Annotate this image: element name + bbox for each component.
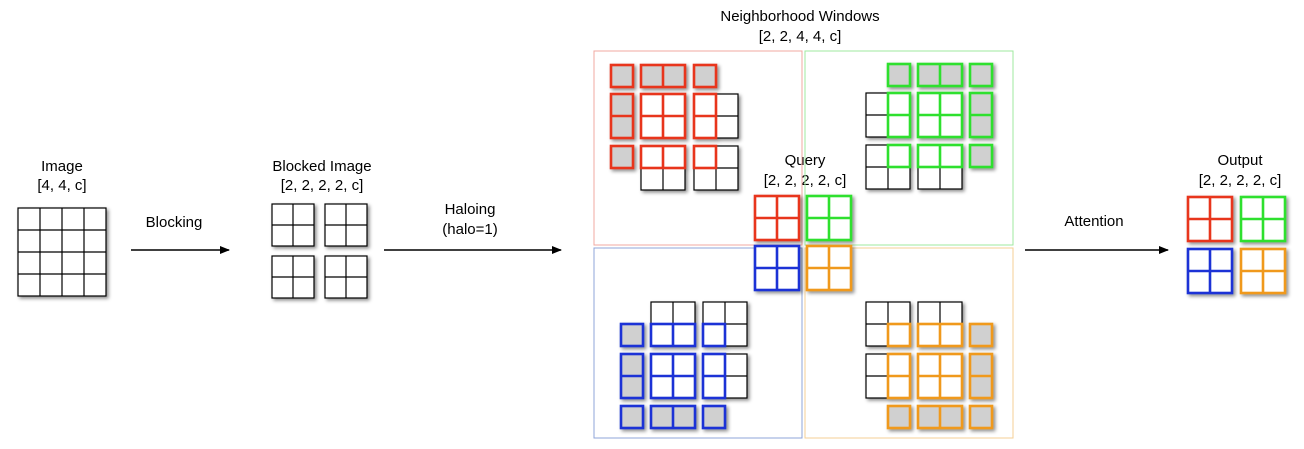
blue-mixed-block xyxy=(701,301,748,348)
blue-mixed-overlay xyxy=(649,322,697,348)
orange-mixed-overlay xyxy=(886,322,912,348)
blue-mixed-block xyxy=(649,301,697,348)
red-halo-cell xyxy=(609,92,635,140)
orange-mixed-overlay xyxy=(886,352,912,400)
red-mixed-overlay xyxy=(639,144,687,170)
query-block-red xyxy=(753,194,801,242)
step-haloing-label: Haloing xyxy=(444,201,496,218)
red-mixed-block xyxy=(692,144,739,191)
blue-mixed-overlay xyxy=(701,322,727,348)
orange-mixed-overlay xyxy=(916,322,964,348)
orange-core-block xyxy=(916,352,964,400)
orange-halo-cell xyxy=(968,352,994,400)
query-block-blue xyxy=(753,244,801,292)
green-halo-cell xyxy=(968,62,994,88)
step-blocking-label: Blocking xyxy=(145,214,203,231)
green-mixed-overlay xyxy=(916,143,964,169)
red-halo-cell xyxy=(692,63,718,89)
query-block-orange xyxy=(805,244,853,292)
output-block-orange xyxy=(1239,247,1287,295)
green-mixed-overlay xyxy=(886,91,912,139)
blue-mixed-block xyxy=(701,352,748,400)
blue-halo-cell xyxy=(701,404,727,430)
red-halo-cell xyxy=(609,144,635,170)
green-core-block xyxy=(916,91,964,139)
query-block-green xyxy=(805,194,853,242)
red-halo-cell xyxy=(639,63,687,89)
orange-halo-cell xyxy=(968,404,994,430)
green-mixed-block xyxy=(916,143,964,190)
image-title: Image xyxy=(41,158,83,175)
red-window-frame xyxy=(593,50,803,246)
image-shape: [4, 4, c] xyxy=(37,177,87,194)
red-mixed-overlay xyxy=(692,144,718,170)
green-mixed-overlay xyxy=(886,143,912,169)
green-halo-cell xyxy=(916,62,964,88)
green-halo-cell xyxy=(968,91,994,139)
blocked-image-shape: [2, 2, 2, 2, c] xyxy=(280,177,364,194)
green-mixed-block xyxy=(865,143,912,190)
blue-halo-cell xyxy=(649,404,697,430)
output-shape: [2, 2, 2, 2, c] xyxy=(1198,172,1282,189)
blocked-image-block xyxy=(271,203,315,247)
output-block-red xyxy=(1186,195,1234,243)
orange-halo-cell xyxy=(886,404,912,430)
orange-mixed-block xyxy=(865,352,912,400)
blue-halo-cell xyxy=(619,322,645,348)
green-halo-cell xyxy=(886,62,912,88)
image-grid xyxy=(17,207,107,297)
red-mixed-block xyxy=(692,92,739,140)
blue-window-frame xyxy=(593,247,803,439)
blue-mixed-overlay xyxy=(701,352,727,400)
red-mixed-block xyxy=(639,144,687,191)
output-block-green xyxy=(1239,195,1287,243)
orange-mixed-block xyxy=(865,301,912,348)
red-halo-cell xyxy=(609,63,635,89)
blocked-image-block xyxy=(324,255,368,299)
red-mixed-overlay xyxy=(692,92,718,140)
output-title: Output xyxy=(1217,152,1263,169)
blocked-image-block xyxy=(324,203,368,247)
neighborhood-shape: [2, 2, 4, 4, c] xyxy=(758,28,842,45)
orange-mixed-block xyxy=(916,301,964,348)
green-window-frame xyxy=(804,50,1014,246)
orange-halo-cell xyxy=(968,322,994,348)
orange-halo-cell xyxy=(916,404,964,430)
blue-halo-cell xyxy=(619,404,645,430)
red-core-block xyxy=(639,92,687,140)
step-attention-label: Attention xyxy=(1064,213,1124,230)
blue-core-block xyxy=(649,352,697,400)
orange-window-frame xyxy=(804,247,1014,439)
blue-halo-cell xyxy=(619,352,645,400)
blocked-image-block xyxy=(271,255,315,299)
green-halo-cell xyxy=(968,143,994,169)
output-block-blue xyxy=(1186,247,1234,295)
neighborhood-title: Neighborhood Windows xyxy=(720,8,880,25)
blocked-image-title: Blocked Image xyxy=(272,158,372,175)
green-mixed-block xyxy=(865,91,912,139)
step-halo-param-label: (halo=1) xyxy=(442,221,498,238)
